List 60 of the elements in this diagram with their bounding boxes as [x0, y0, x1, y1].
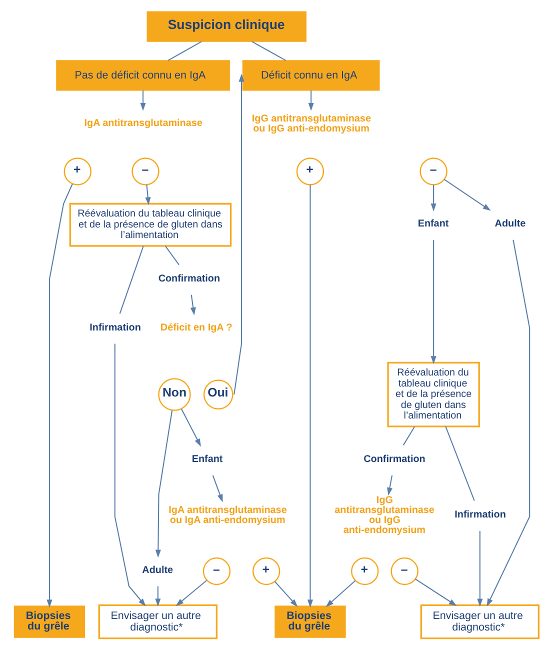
node-box: Biopsies du grêle	[274, 606, 346, 638]
arrow	[443, 179, 490, 211]
node-circle: +	[296, 158, 324, 186]
arrow	[190, 294, 196, 316]
node-text: Confirmation	[158, 274, 220, 285]
node-circle: –	[131, 158, 159, 186]
arrow	[46, 184, 72, 608]
node-circle: Oui	[202, 380, 233, 410]
node-text: Adulte	[494, 218, 526, 230]
connector	[118, 246, 144, 314]
arrow	[308, 90, 314, 111]
node-text: Confirmation	[363, 454, 425, 466]
node-text: IgG antitransglutaminase ou IgG anti-endomysium	[334, 495, 434, 536]
node-text: Adulte	[142, 564, 173, 576]
arrow	[233, 74, 244, 395]
connector	[164, 246, 179, 266]
arrow	[430, 240, 436, 364]
arrow	[414, 578, 456, 606]
node-text: Déficit en IgA ?	[160, 322, 232, 334]
arrow	[274, 581, 298, 607]
node-box: Réévaluation du tableau clinique et de la présence de gluten dans l’alimentation	[68, 202, 232, 247]
node-text: IgG antitransglutaminase ou IgG anti-endomysium	[251, 113, 370, 134]
node-circle: –	[390, 557, 418, 586]
arrow	[144, 184, 150, 206]
connector	[402, 426, 415, 446]
connector	[444, 426, 474, 501]
arrow	[154, 586, 160, 607]
arrow	[486, 240, 530, 607]
arrow	[154, 410, 172, 558]
node-box: Pas de déficit connu en IgA	[56, 60, 230, 91]
node-circle: –	[419, 158, 447, 186]
node-box: Envisager un autre diagnostic*	[98, 604, 218, 640]
node-text: IgA antitransglutaminase ou IgA anti-endomysium	[168, 504, 286, 526]
arrow	[180, 408, 200, 447]
arrow	[140, 90, 146, 111]
node-circle: –	[202, 557, 230, 586]
node-circle: +	[350, 557, 378, 586]
arrow	[306, 184, 313, 608]
node-text: Infirmation	[89, 322, 140, 334]
node-circle: Non	[158, 378, 190, 411]
connector	[167, 41, 202, 61]
arrow	[430, 184, 436, 212]
arrow	[175, 580, 207, 606]
node-text: IgA antitransglutaminase	[84, 118, 202, 130]
node-box: Envisager un autre diagnostic*	[420, 604, 540, 640]
arrow	[212, 475, 222, 502]
arrow	[114, 344, 146, 606]
node-text: Infirmation	[454, 510, 506, 521]
arrow	[325, 580, 356, 608]
arrow	[476, 530, 482, 607]
connector	[251, 41, 286, 61]
node-circle: +	[252, 557, 280, 586]
node-box: Biopsies du grêle	[13, 606, 85, 638]
node-text: Enfant	[417, 218, 448, 230]
arrow	[386, 475, 392, 496]
node-box: Réévaluation du tableau clinique et de la présence de gluten dans l’alimentation	[386, 362, 480, 428]
node-box: Suspicion clinique	[146, 11, 306, 42]
node-box: Déficit connu en IgA	[242, 60, 380, 91]
node-circle: +	[63, 158, 91, 186]
node-text: Enfant	[191, 454, 222, 466]
